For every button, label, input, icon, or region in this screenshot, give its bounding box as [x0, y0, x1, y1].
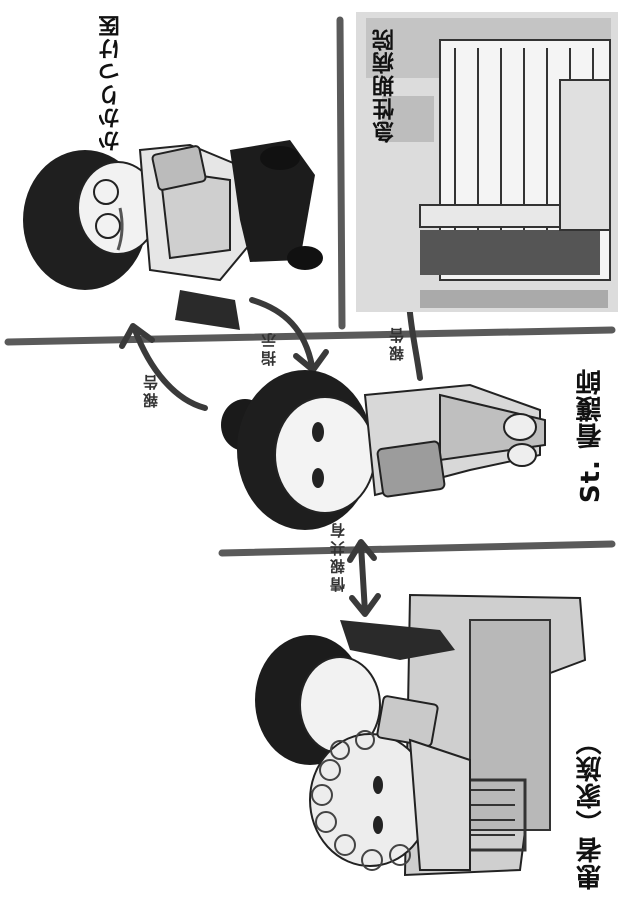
- arrow-label-instruction: 指示: [260, 330, 278, 366]
- patient-illustration: [255, 593, 587, 877]
- doctor-illustration: [23, 140, 323, 330]
- instruction-arrow: [249, 297, 329, 373]
- divider-top-horizontal: [4, 326, 616, 346]
- report-to-doctor-arrow: [119, 323, 208, 411]
- arrow-label-info-share: 情報共有: [329, 520, 347, 592]
- divider-top-vertical: [336, 16, 346, 330]
- info-share-arrow: [347, 539, 381, 617]
- divider-bottom-horizontal: [218, 540, 616, 557]
- divider-lines: [4, 16, 616, 557]
- hospital-illustration: [356, 12, 618, 312]
- arrow-label-report-doctor: 報告: [142, 372, 160, 408]
- label-kakaritsuke: かかりつけ医: [99, 14, 124, 152]
- nurse-illustration: [221, 370, 546, 530]
- arrow-label-report-hospital: 報告: [388, 325, 406, 361]
- label-nurse: St. 看護師: [576, 368, 606, 504]
- label-patient: 患者（家族）: [576, 728, 606, 890]
- label-hospital: 急性期病院: [373, 28, 398, 143]
